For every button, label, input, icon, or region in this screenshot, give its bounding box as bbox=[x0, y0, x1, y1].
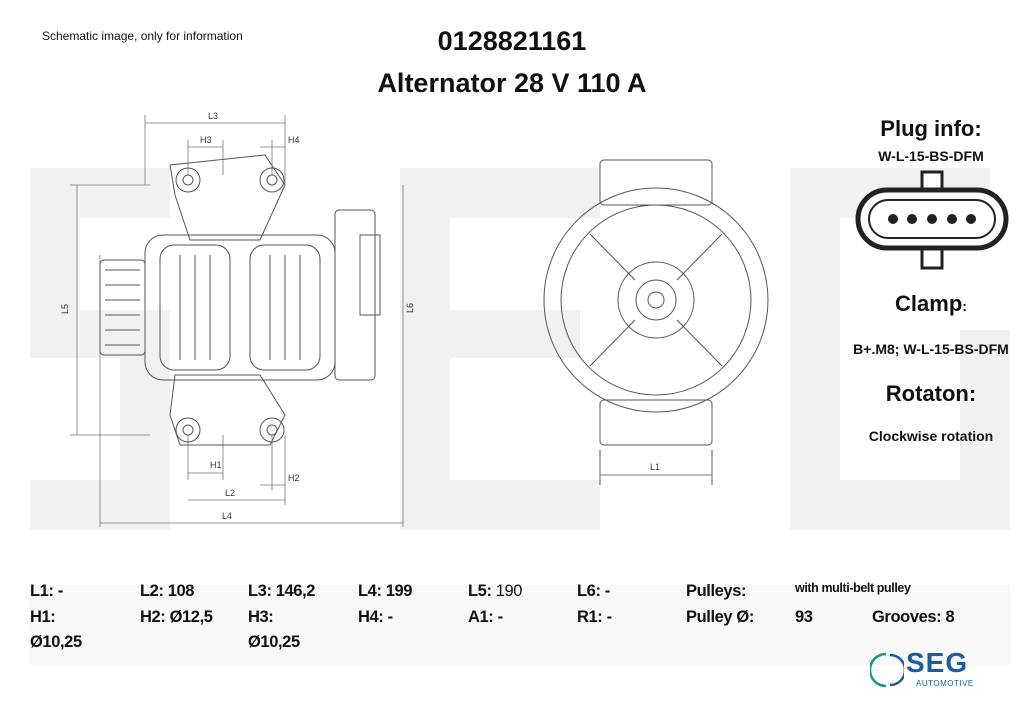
spec-pulleys-label: Pulleys: bbox=[686, 582, 747, 600]
rotation-value: Clockwise rotation bbox=[868, 428, 994, 444]
spec-label: L3: bbox=[248, 582, 272, 600]
spec-h1-value: Ø10,25 bbox=[30, 633, 82, 651]
plug-info-heading: Plug info: bbox=[880, 116, 982, 141]
logo-sub: AUTOMOTIVE bbox=[916, 679, 974, 688]
plug-info-value: W-L-15-BS-DFM bbox=[878, 148, 984, 164]
clamp-heading-text: Clamp bbox=[895, 291, 963, 316]
dim-label: H2 bbox=[288, 473, 300, 483]
dimension-lines bbox=[70, 115, 404, 527]
spec-label: L4: bbox=[358, 582, 382, 600]
spec-h4: H4: - bbox=[358, 608, 393, 627]
spec-h2: H2: Ø12,5 bbox=[140, 608, 213, 627]
spec-value: 146,2 bbox=[275, 582, 316, 600]
spec-r1: R1: - bbox=[577, 608, 612, 627]
part-number: 0128821161 bbox=[437, 26, 587, 56]
spec-value: 199 bbox=[385, 582, 413, 600]
spec-pulley-diameter-label: Pulley Ø: bbox=[686, 608, 754, 626]
spec-label: A1: bbox=[468, 608, 494, 626]
spec-value: - bbox=[57, 582, 64, 600]
dim-label: L4 bbox=[222, 511, 232, 521]
dim-label: L1 bbox=[650, 462, 660, 472]
spec-a1: A1: - bbox=[468, 608, 503, 627]
spec-pulley-diameter-value: 93 bbox=[795, 608, 813, 626]
dim-label: H4 bbox=[288, 135, 300, 145]
spec-l2: L2: 108 bbox=[140, 582, 194, 601]
spec-label: H2: bbox=[140, 608, 166, 626]
spec-label: R1: bbox=[577, 608, 603, 626]
seg-logo: SEG AUTOMOTIVE bbox=[870, 647, 995, 692]
spec-h1-label: H1: bbox=[30, 608, 56, 626]
rotation-heading: Rotaton: bbox=[885, 381, 977, 406]
spec-grooves: Grooves: 8 bbox=[872, 608, 955, 627]
spec-value: - bbox=[604, 582, 611, 600]
spec-l5: L5: 190 bbox=[468, 582, 522, 601]
spec-label: L2: bbox=[140, 582, 164, 600]
spec-label: H4: bbox=[358, 608, 384, 626]
dim-label: H3 bbox=[200, 135, 212, 145]
dim-label: H1 bbox=[210, 460, 222, 470]
dim-label: L2 bbox=[225, 488, 235, 498]
spec-label: Grooves: bbox=[872, 608, 942, 626]
spec-pulleys-value: with multi-belt pulley bbox=[795, 581, 911, 595]
dim-label: L6 bbox=[405, 303, 415, 313]
alternator-body bbox=[99, 154, 381, 446]
logo-brand: SEG bbox=[906, 647, 969, 678]
spec-value: 190 bbox=[495, 582, 523, 600]
spec-value: - bbox=[606, 608, 613, 626]
spec-h3-label: H3: bbox=[248, 608, 274, 626]
spec-label: L6: bbox=[577, 582, 601, 600]
spec-value: 108 bbox=[167, 582, 195, 600]
side-view-drawing: L3 H3 H4 L5 L6 H1 H2 L2 L4 bbox=[60, 111, 415, 527]
spec-l1: L1: - bbox=[30, 582, 63, 601]
spec-l6: L6: - bbox=[577, 582, 610, 601]
dim-label: L3 bbox=[208, 111, 218, 121]
product-title: Alternator 28 V 110 A bbox=[377, 68, 647, 98]
spec-h3-value: Ø10,25 bbox=[248, 633, 300, 651]
spec-value: 8 bbox=[945, 608, 955, 626]
spec-l4: L4: 199 bbox=[358, 582, 412, 601]
spec-label: L5: bbox=[468, 582, 492, 600]
clamp-colon: : bbox=[962, 298, 967, 314]
logo-arc-icon bbox=[870, 652, 904, 688]
spec-value: - bbox=[387, 608, 394, 626]
dim-label: L5 bbox=[60, 304, 70, 314]
plug-connector-icon bbox=[855, 170, 1009, 270]
spec-label: L1: bbox=[30, 582, 54, 600]
clamp-value: B+.M8; W-L-15-BS-DFM bbox=[853, 341, 1009, 357]
front-view-drawing: L1 bbox=[543, 159, 769, 485]
spec-value: - bbox=[497, 608, 504, 626]
disclaimer-note: Schematic image, only for information bbox=[42, 29, 243, 43]
clamp-heading: Clamp: bbox=[836, 291, 1024, 317]
spec-l3: L3: 146,2 bbox=[248, 582, 315, 601]
spec-value: Ø12,5 bbox=[169, 608, 213, 626]
